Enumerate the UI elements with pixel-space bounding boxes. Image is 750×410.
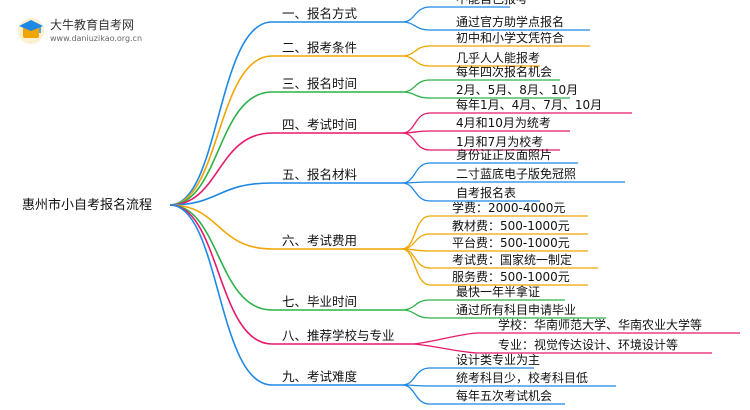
leaf-connector — [401, 384, 431, 405]
branch-connector — [169, 21, 273, 206]
branch-connector — [169, 55, 273, 206]
leaf-item: 初中和小学文凭符合 — [456, 30, 564, 45]
branch-connector — [169, 204, 273, 386]
branch-1: 一、报名方式 不能自己报考通过官方助学点报名 — [169, 0, 590, 206]
leaf-item: 1月和7月为校考 — [456, 134, 543, 149]
branch-label: 一、报名方式 — [282, 6, 358, 21]
branch-3: 三、报名时间 每年四次报名机会 2月、5月、8月、10月 — [169, 64, 578, 206]
leaf-item: 每年1月、4月、7月、10月 — [456, 97, 602, 112]
leaf-connector — [401, 45, 431, 57]
leaf-item: 通过官方助学点报名 — [456, 14, 564, 29]
leaf-connector — [401, 6, 431, 23]
leaf-item: 教材费：500-1000元 — [452, 218, 570, 233]
leaf-connector — [401, 132, 431, 151]
branch-label: 六、考试费用 — [282, 233, 357, 248]
branch-label: 三、报名时间 — [282, 76, 357, 91]
branch-label: 五、报名材料 — [282, 167, 358, 182]
branch-connector — [169, 204, 273, 311]
leaf-item: 几乎人人能报考 — [456, 50, 540, 65]
leaf-connector — [401, 248, 431, 286]
leaf-connector — [401, 79, 431, 93]
logo: 大牛教育自考网 www.daniuzikao.org.cn — [12, 14, 162, 54]
leaf-item: 每年五次考试机会 — [456, 388, 552, 403]
leaf-connector — [411, 343, 479, 354]
leaf-connector — [401, 112, 431, 134]
leaf-connector — [401, 215, 431, 250]
branch-label: 九、考试难度 — [282, 369, 358, 384]
graduation-cap-icon — [18, 18, 44, 44]
leaf-item: 考试费：国家统一制定 — [452, 252, 572, 267]
branch-label: 七、毕业时间 — [282, 294, 357, 309]
branch-6: 六、考试费用 学费：2000-4000元教材费：500-1000元平台费：500-… — [169, 200, 598, 286]
leaf-connector — [411, 332, 479, 345]
branch-connector — [169, 91, 273, 206]
branch-label: 二、报考条件 — [282, 40, 357, 55]
branch-8: 八、推荐学校与专业 学校：华南师范大学、华南农业大学等专业：视觉传达设计、环境设计… — [169, 204, 740, 354]
leaf-item: 平台费：500-1000元 — [452, 235, 570, 250]
branch-connector — [169, 204, 273, 345]
branch-connector — [169, 132, 273, 206]
leaf-connector — [401, 248, 431, 269]
leaf-item: 通过所有科目申请毕业 — [456, 303, 576, 317]
branch-4: 四、考试时间 每年1月、4月、7月、10月 4月和10月为统考 1月和7月为校考 — [169, 97, 632, 206]
leaf-item: 自考报名表 — [456, 185, 516, 200]
leaf-connector — [401, 299, 431, 311]
leaf-item: 学费：2000-4000元 — [452, 200, 565, 215]
leaf-item: 统考科目少，校考科目低 — [456, 370, 588, 385]
leaf-item: 服务费：500-1000元 — [452, 269, 570, 284]
leaf-connector — [401, 367, 431, 386]
leaf-item: 每年四次报名机会 — [456, 64, 552, 79]
leaf-item: 设计类专业为主 — [456, 352, 540, 367]
leaf-connector — [401, 233, 431, 250]
logo-title: 大牛教育自考网 — [50, 18, 135, 32]
branch-connector — [169, 182, 273, 206]
leaf-item: 身份证正反面照片 — [456, 147, 552, 162]
branch-label: 四、考试时间 — [282, 117, 357, 132]
logo-url: www.daniuzikao.org.cn — [50, 34, 143, 43]
leaf-item: 学校：华南师范大学、华南农业大学等 — [498, 317, 702, 332]
leaf-item: 不能自己报考 — [456, 0, 528, 6]
leaf-connector — [401, 309, 431, 319]
leaf-connector — [401, 162, 431, 184]
leaf-connector — [401, 182, 431, 202]
leaf-item: 最快一年半拿证 — [456, 284, 540, 299]
leaf-item: 2月、5月、8月、10月 — [456, 83, 578, 97]
branch-connector — [169, 204, 273, 250]
leaf-connector — [401, 91, 431, 99]
branch-label: 八、推荐学校与专业 — [282, 328, 395, 343]
leaf-connector — [401, 21, 431, 31]
leaf-item: 4月和10月为统考 — [456, 116, 551, 130]
leaf-item: 二寸蓝底电子版免冠照 — [456, 166, 576, 181]
leaf-item: 专业：视觉传达设计、环境设计等 — [498, 337, 678, 352]
leaf-connector — [401, 55, 431, 67]
root-topic: 惠州市小自考报名流程 — [22, 197, 152, 213]
